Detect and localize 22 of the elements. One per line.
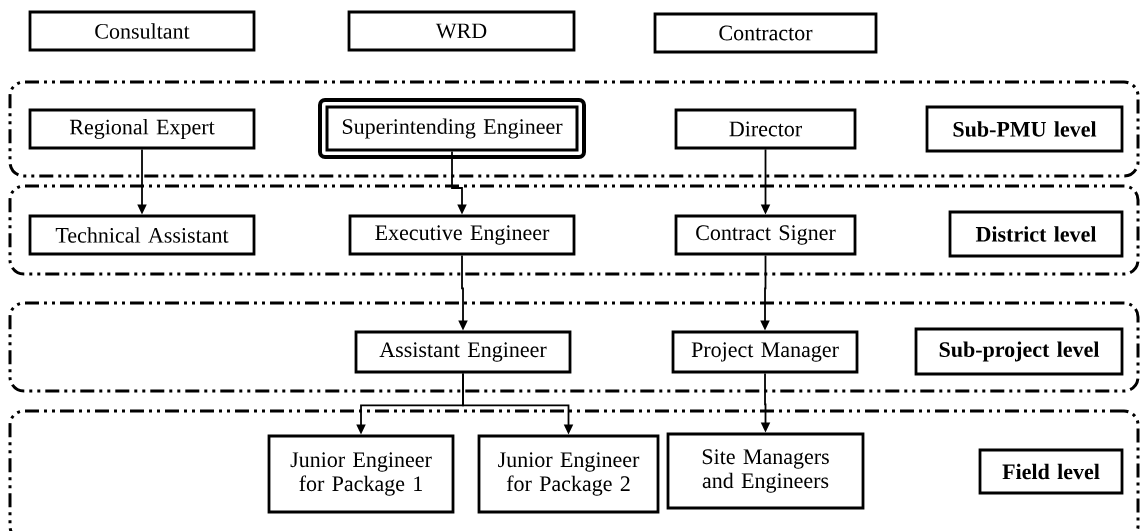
role-box: Regional Expert [28,108,256,150]
level-band [8,301,1140,393]
role-box: Contract Signer [674,214,857,256]
level-band [8,80,1140,178]
role-box: Project Manager [671,330,859,374]
role-box: Contractor [653,12,878,54]
level-band [8,409,1140,531]
level-label-box: Sub-PMU level [925,105,1124,153]
level-label-box: Sub-project level [914,327,1124,376]
role-box: Director [674,108,857,150]
role-box: WRD [347,10,576,52]
role-box: Superintending Engineer [318,98,586,159]
level-label-box: District level [948,210,1124,258]
role-box: Technical Assistant [28,214,256,256]
role-box: Junior Engineer for Package 2 [477,434,660,514]
level-band [8,184,1140,276]
role-box: Consultant [28,10,256,52]
role-box: Junior Engineer for Package 1 [267,434,455,514]
level-label-box: Field level [978,448,1124,495]
role-box: Assistant Engineer [354,330,572,374]
role-box: Executive Engineer [348,214,576,256]
role-box: Site Managers and Engineers [666,432,865,510]
